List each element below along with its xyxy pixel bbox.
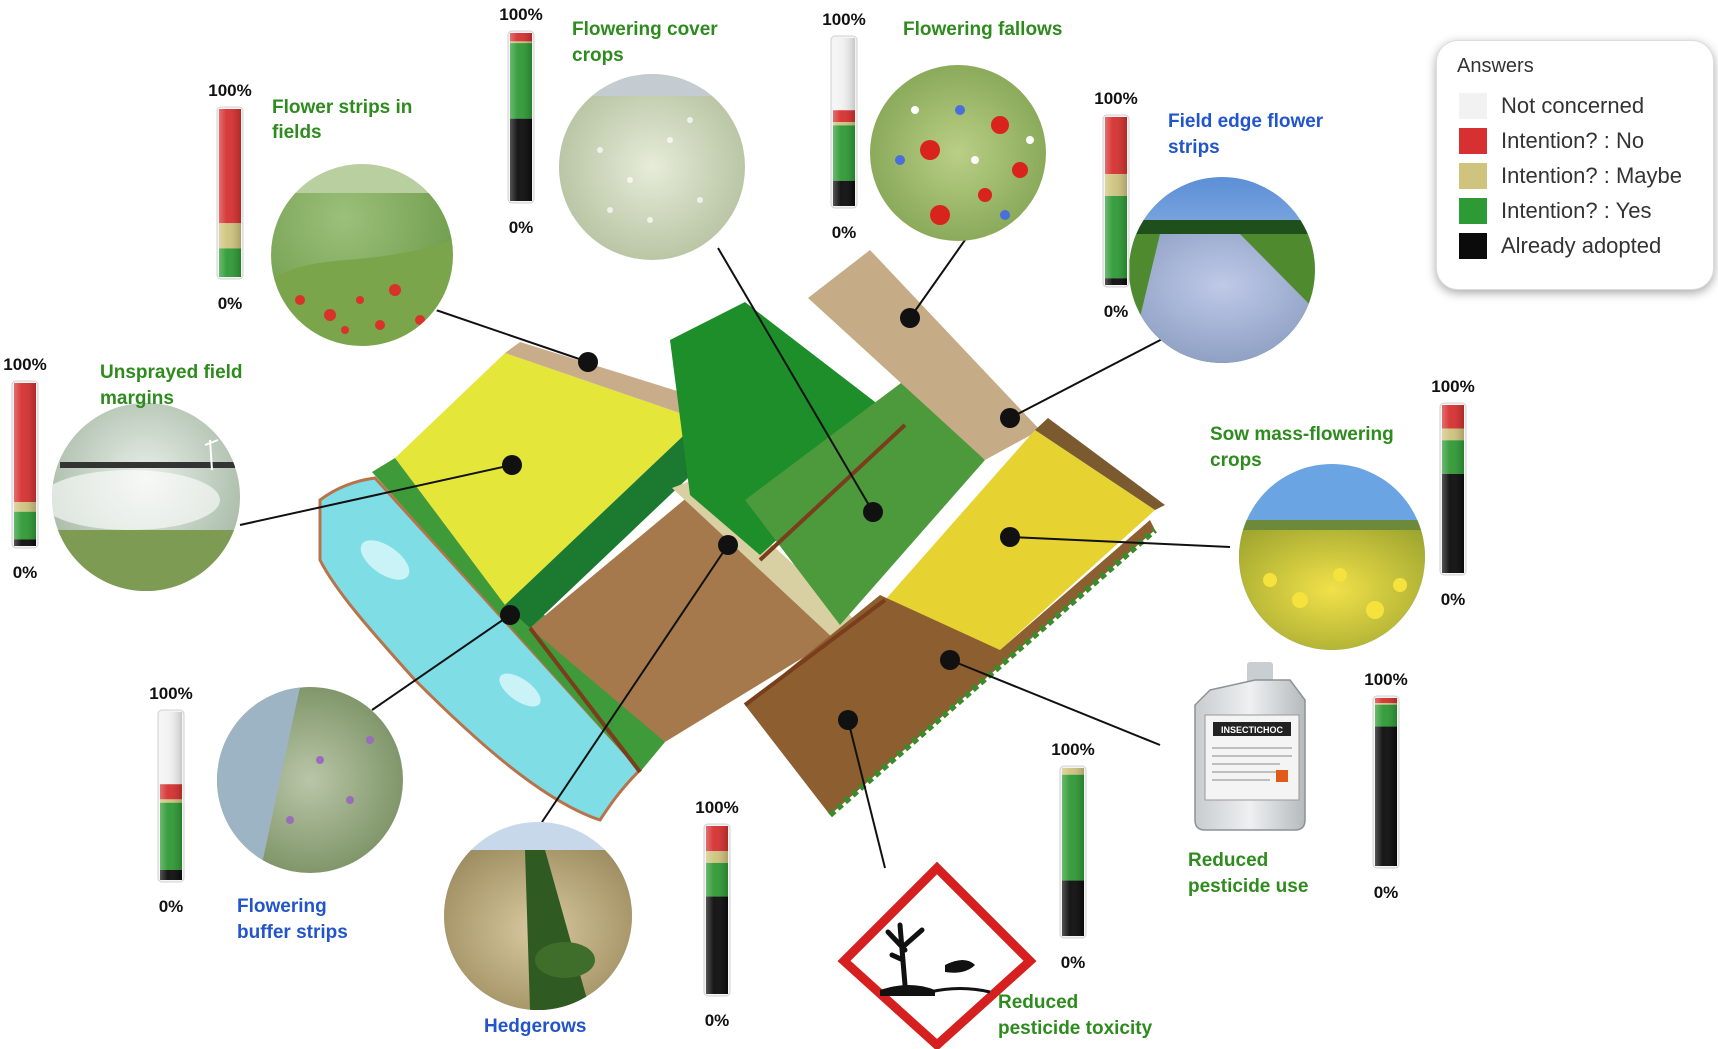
photo-cover-crops [559, 74, 745, 260]
bar-sow-mass-flowering-crops: 100% 0% [1431, 377, 1474, 609]
legend-label: Already adopted [1501, 233, 1662, 258]
field-ploughed-left [530, 495, 840, 742]
landscape-illustration [318, 250, 1165, 822]
photo-flowering-fallows [870, 65, 1046, 241]
axis-label-top: 100% [695, 798, 738, 817]
photo-flower-strips [270, 163, 454, 347]
field-fallow-strip [808, 250, 1040, 460]
legend: Answers Not concerned Intention? : No In… [1436, 40, 1714, 290]
field-cover-crop [745, 380, 985, 625]
legend-swatch [1459, 128, 1487, 154]
field-rapeseed-left [395, 353, 700, 605]
connector-dots [500, 308, 1020, 730]
label-hedgerows: Hedgerows [484, 1016, 586, 1037]
adoption-bars: 100%0%100%0%100%0%100%0%100%0%100%0%100%… [3, 5, 1474, 1030]
label-flowering-fallows: Flowering fallows [903, 19, 1062, 40]
axis-label-bottom: 0% [218, 294, 243, 313]
field-dark-green-strip [505, 420, 728, 628]
legend-label: Intention? : Yes [1501, 198, 1652, 223]
legend-item-intention-maybe: Intention? : Maybe [1459, 161, 1709, 191]
photo-mass-flowering-crops [1239, 464, 1425, 650]
bar-shine [706, 826, 728, 994]
axis-label-top: 100% [208, 81, 251, 100]
axis-label-bottom: 0% [832, 223, 857, 242]
bar-shine [219, 109, 241, 277]
bar-shine [1105, 117, 1127, 285]
axis-label-top: 100% [149, 684, 192, 703]
axis-label-bottom: 0% [13, 563, 38, 582]
legend-label: Not concerned [1501, 93, 1645, 118]
legend-swatch [1459, 93, 1487, 119]
axis-label-bottom: 0% [159, 897, 184, 916]
axis-label-bottom: 0% [1104, 302, 1129, 321]
bottle-label: INSECTICHOC [1221, 725, 1284, 735]
bar-reduced-pesticide-use: 100% 0% [1364, 670, 1407, 902]
photo-hedgerows [444, 822, 632, 1010]
environment-hazard-icon [837, 861, 1037, 1049]
legend-item-intention-no: Intention? : No [1459, 126, 1709, 156]
bar-shine [1062, 768, 1084, 936]
axis-label-top: 100% [822, 10, 865, 29]
bar-reduced-pesticide-toxicity: 100% 0% [1051, 740, 1094, 972]
bar-unsprayed-field-margins: 100% 0% [3, 355, 46, 582]
bar-shine [14, 383, 36, 546]
legend-label: Intention? : Maybe [1501, 163, 1683, 188]
axis-label-bottom: 0% [1441, 590, 1466, 609]
bar-shine [510, 33, 532, 201]
bar-flowering-cover-crops: 100% 0% [499, 5, 542, 237]
bar-flower-strips-in-fields: 100% 0% [208, 81, 251, 313]
axis-label-top: 100% [1094, 89, 1137, 108]
bar-shine [1442, 405, 1464, 573]
axis-label-bottom: 0% [1374, 883, 1399, 902]
axis-label-bottom: 0% [1061, 953, 1086, 972]
axis-label-top: 100% [1051, 740, 1094, 759]
photo-flowering-buffer-strips [217, 687, 403, 873]
legend-title: Answers [1457, 55, 1534, 77]
legend-swatch [1459, 198, 1487, 224]
legend-swatch [1459, 163, 1487, 189]
field-green-top [670, 302, 905, 555]
bar-hedgerows: 100% 0% [695, 798, 738, 1030]
axis-label-bottom: 0% [705, 1011, 730, 1030]
legend-label: Intention? : No [1501, 128, 1645, 153]
axis-label-top: 100% [1431, 377, 1474, 396]
bar-flowering-buffer-strips: 100% 0% [149, 684, 192, 916]
field-rapeseed-right [885, 430, 1155, 650]
axis-label-top: 100% [3, 355, 46, 374]
photo-field-edge-strips [1129, 177, 1315, 363]
axis-label-top: 100% [499, 5, 542, 24]
bar-shine [160, 712, 182, 880]
bar-shine [1375, 698, 1397, 866]
legend-item-already-adopted: Already adopted [1459, 231, 1709, 261]
photo-unsprayed-margins [52, 403, 240, 591]
legend-item-intention-yes: Intention? : Yes [1459, 196, 1709, 226]
pesticide-bottle: INSECTICHOC [1194, 662, 1306, 831]
bar-shine [833, 38, 855, 206]
bar-flowering-fallows: 100% 0% [822, 10, 865, 242]
axis-label-top: 100% [1364, 670, 1407, 689]
legend-swatch [1459, 233, 1487, 259]
bar-field-edge-flower-strips: 100% 0% [1094, 89, 1137, 321]
connector-lines [239, 239, 1231, 869]
legend-item-not-concerned: Not concerned [1459, 91, 1709, 121]
axis-label-bottom: 0% [509, 218, 534, 237]
